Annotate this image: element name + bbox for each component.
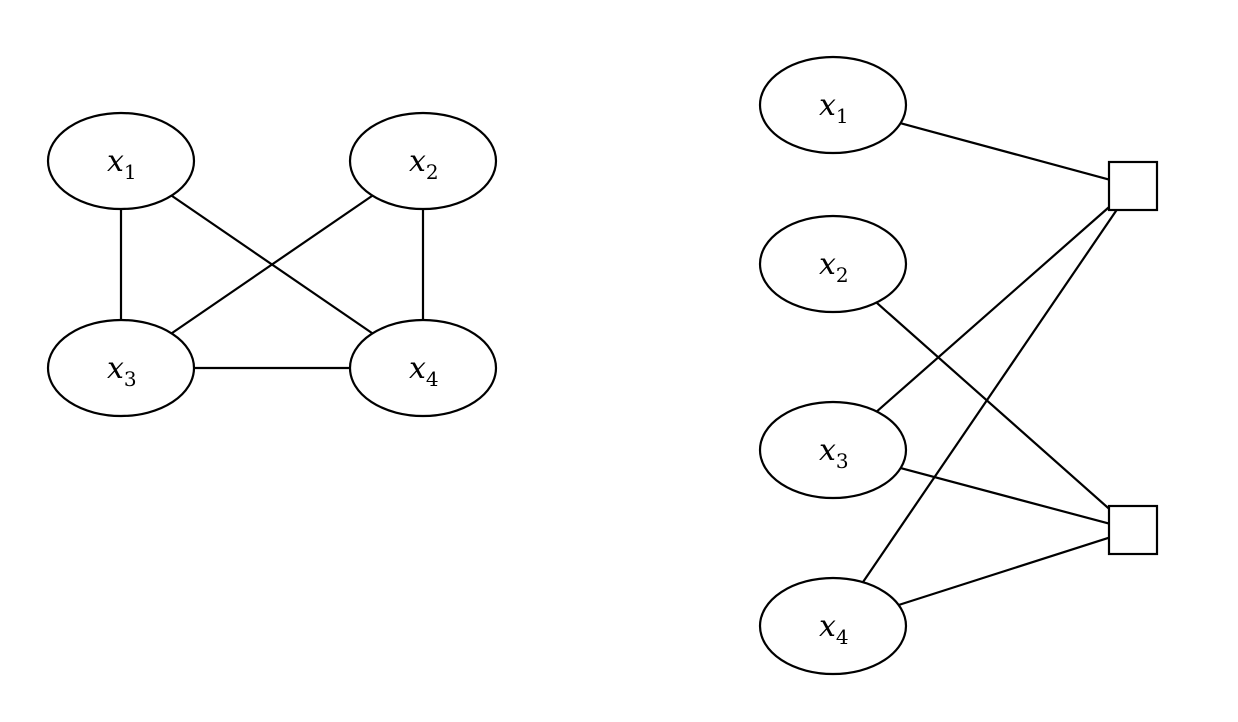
markov-network-edges <box>119 194 425 370</box>
factor-edge-x1-f1 <box>900 122 1110 181</box>
factor-graph-node-x4-subscript: 4 <box>836 625 849 649</box>
markov-node-x2-ellipse <box>348 111 498 211</box>
markov-node-x4-label: x4 <box>409 351 439 391</box>
markov-edge-x2-x3 <box>170 194 374 335</box>
factor-edge-x4-f2 <box>898 536 1110 607</box>
factor-node-f1 <box>1107 160 1159 212</box>
markov-node-x1-var: x <box>107 144 124 179</box>
factor-graph-node-x4: x4 <box>758 576 908 676</box>
factor-graph-node-x3-var: x <box>819 433 836 468</box>
factor-graph-node-x2-subscript: 2 <box>836 263 849 287</box>
markov-node-x2-var: x <box>409 144 426 179</box>
factor-edge-x3-f1 <box>875 206 1110 413</box>
markov-node-x2-label: x2 <box>409 144 439 184</box>
factor-graph-node-x1-ellipse <box>758 55 908 155</box>
factor-graph-node-x1-label: x1 <box>819 88 849 128</box>
markov-node-x3: x3 <box>46 318 196 418</box>
markov-node-x3-label: x3 <box>107 351 137 391</box>
factor-graph-node-x1-var: x <box>819 88 836 123</box>
factor-graph-node-x4-var: x <box>819 609 836 644</box>
markov-node-x2: x2 <box>348 111 498 211</box>
factor-graph-node-x1-subscript: 1 <box>836 104 849 128</box>
factor-node-f2 <box>1107 504 1159 556</box>
factor-graph-node-x3-ellipse <box>758 400 908 500</box>
markov-node-x3-var: x <box>107 351 124 386</box>
factor-graph-node-x2: x2 <box>758 214 908 314</box>
factor-graph-node-x4-ellipse <box>758 576 908 676</box>
factor-graph-node-x2-label: x2 <box>819 247 849 287</box>
factor-graph-node-x2-var: x <box>819 247 836 282</box>
markov-node-x1-ellipse <box>46 111 196 211</box>
markov-node-x4: x4 <box>348 318 498 418</box>
factor-edge-x3-f2 <box>900 466 1110 525</box>
factor-graph-node-x1: x1 <box>758 55 908 155</box>
markov-node-x1: x1 <box>46 111 196 211</box>
factor-graph-node-x3-label: x3 <box>819 433 849 473</box>
factor-graph-factor-nodes <box>1107 160 1159 556</box>
markov-node-x2-subscript: 2 <box>426 160 439 184</box>
markov-node-x4-ellipse <box>348 318 498 418</box>
markov-node-x1-label: x1 <box>107 144 137 184</box>
factor-graph-node-x2-ellipse <box>758 214 908 314</box>
markov-node-x4-var: x <box>409 351 426 386</box>
markov-node-x1-subscript: 1 <box>124 160 137 184</box>
factor-graph-node-x3: x3 <box>758 400 908 500</box>
factor-graph-node-x3-subscript: 3 <box>836 449 849 473</box>
markov-node-x4-subscript: 4 <box>426 367 439 391</box>
factor-edge-x4-f1 <box>861 209 1118 583</box>
markov-node-x3-ellipse <box>46 318 196 418</box>
factor-graph-node-x4-label: x4 <box>819 609 849 649</box>
factor-edge-x2-f2 <box>875 301 1110 510</box>
markov-node-x3-subscript: 3 <box>124 367 137 391</box>
factor-graph-edges <box>861 122 1118 607</box>
